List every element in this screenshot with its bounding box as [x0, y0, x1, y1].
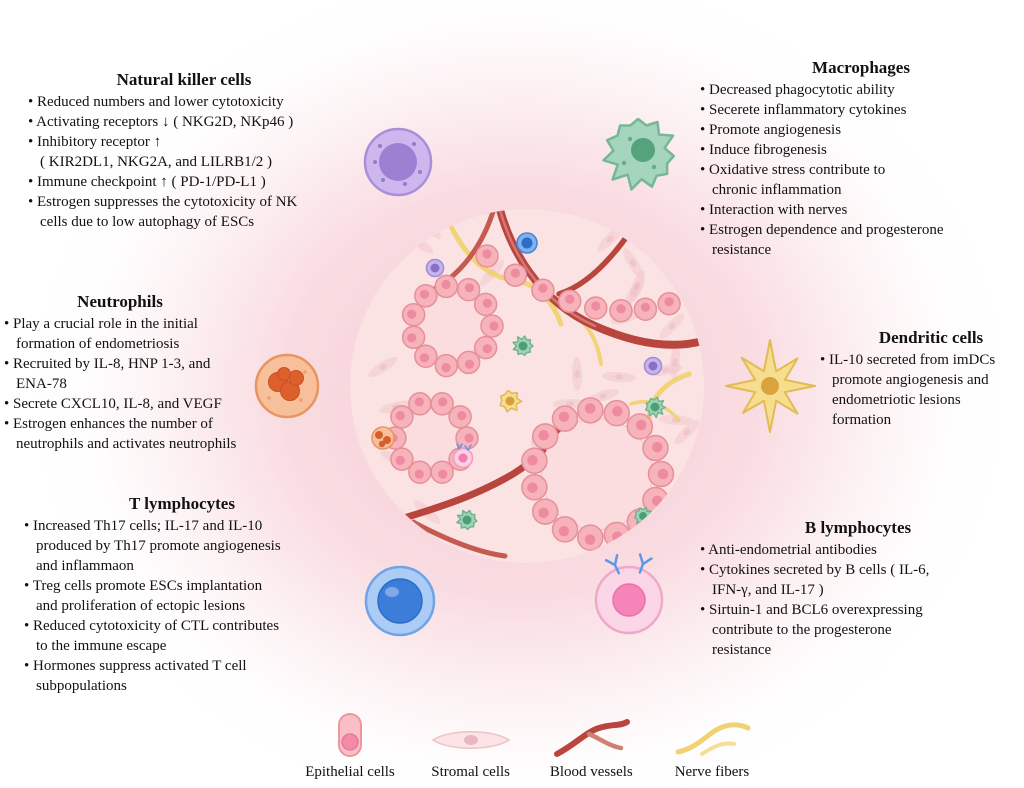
bullet-item: • Increased Th17 cells; IL-17 and IL-10 … — [24, 518, 281, 574]
legend-item-stromal-cells: Stromal cells — [413, 710, 529, 781]
panel-macrophages: Macrophages • Decreased phagocytotic abi… — [700, 58, 1022, 260]
panel-natural-killer-cells: Natural killer cells • Reduced numbers a… — [28, 70, 340, 233]
legend-label-epithelial-cells: Epithelial cells — [305, 764, 395, 780]
bullet-item: • Play a crucial role in the initial for… — [4, 316, 198, 352]
legend-item-blood-vessels: Blood vessels — [533, 710, 649, 781]
panel-bullets-neutrophils: • Play a crucial role in the initial for… — [4, 315, 320, 455]
legend-label-blood-vessels: Blood vessels — [549, 764, 633, 780]
panel-title-dendritic-cells: Dendritic cells — [878, 328, 984, 347]
bullet-item: • Hormones suppress activated T cell sub… — [24, 657, 247, 694]
bullet-item: • Estrogen suppresses the cytotoxicity o… — [28, 193, 298, 230]
legend-item-epithelial-cells: Epithelial cells — [292, 710, 408, 781]
bullet-item: • Reduced numbers and lower cytotoxicity — [28, 94, 284, 110]
bullet-item: • Reduced cytotoxicity of CTL contribute… — [24, 617, 280, 654]
panel-title-neutrophils: Neutrophils — [77, 292, 163, 311]
neutrophil-illustration — [239, 338, 335, 434]
panel-title-b-lymphocytes: B lymphocytes — [804, 518, 912, 537]
macrophage-illustration — [592, 105, 688, 201]
bullet-item: • Immune checkpoint ↑ ( PD-1/PD-L1 ) — [28, 173, 266, 190]
panel-bullets-macrophages: • Decreased phagocytotic ability • Secere… — [700, 81, 1022, 260]
nerve-fiber-icon — [672, 710, 752, 760]
bullet-item: • Oxidative stress contribute to chronic… — [700, 161, 886, 198]
panel-bullets-t-lymphocytes: • Increased Th17 cells; IL-17 and IL-10 … — [24, 517, 340, 696]
nk-cell-illustration — [350, 114, 446, 210]
dendritic-cell-illustration — [722, 338, 818, 434]
bullet-item: • Promote angiogenesis — [700, 121, 842, 138]
b-lymphocyte-illustration — [581, 548, 677, 644]
panel-bullets-dendritic-cells: • IL-10 secreted from imDCs promote angi… — [820, 351, 1024, 431]
bullet-item: • Sirtuin-1 and BCL6 overexpressing cont… — [700, 601, 923, 658]
bullet-item: • Cytokines secreted by B cells ( IL-6, … — [700, 561, 930, 598]
panel-b-lymphocytes: B lymphocytes • Anti-endometrial antibod… — [700, 518, 1016, 661]
bullet-item: • Secerete inflammatory cytokines — [700, 101, 907, 118]
bullet-item: • Induce fibrogenesis — [700, 141, 827, 158]
bullet-item: • Treg cells promote ESCs implantation a… — [24, 577, 263, 614]
legend-label-stromal-cells: Stromal cells — [431, 764, 511, 780]
bullet-item: • Activating receptors ↓ ( NKG2D, NKp46 … — [28, 113, 294, 130]
bullet-item: • Secrete CXCL10, IL-8, and VEGF — [4, 395, 222, 412]
t-cell-icon — [364, 565, 436, 637]
panel-title-natural-killer-cells: Natural killer cells — [116, 70, 252, 89]
dendritic-cell-icon — [725, 339, 816, 433]
tissue-circle-icon — [350, 209, 704, 563]
blood-vessel-icon — [551, 710, 631, 760]
legend: Epithelial cells Stromal cells Blood ves… — [292, 710, 770, 781]
bullet-item: • Inhibitory receptor ↑ ( KIR2DL1, NKG2A… — [28, 133, 273, 170]
legend-label-nerve-fibers: Nerve fibers — [674, 764, 750, 780]
panel-bullets-natural-killer-cells: • Reduced numbers and lower cytotoxicity… — [28, 93, 340, 233]
bullet-item: • Interaction with nerves — [700, 201, 848, 218]
t-lymphocyte-illustration — [352, 553, 448, 649]
bullet-item: • Estrogen dependence and progesterone r… — [700, 221, 944, 258]
panel-title-macrophages: Macrophages — [812, 58, 910, 77]
nk-cell-icon — [363, 127, 433, 197]
panel-t-lymphocytes: T lymphocytes • Increased Th17 cells; IL… — [24, 494, 340, 696]
endometriotic-lesion-illustration — [347, 206, 707, 566]
epithelial-cell-icon — [330, 710, 370, 760]
panel-neutrophils: Neutrophils • Play a crucial role in the… — [4, 292, 320, 455]
macrophage-icon — [602, 117, 676, 191]
bullet-item: • Anti-endometrial antibodies — [700, 542, 877, 558]
neutrophil-icon — [254, 353, 320, 419]
stromal-cell-icon — [429, 710, 513, 760]
bullet-item: • Recruited by IL-8, HNP 1-3, and ENA-78 — [4, 355, 211, 392]
bullet-item: • IL-10 secreted from imDCs promote angi… — [820, 352, 996, 428]
panel-title-t-lymphocytes: T lymphocytes — [129, 494, 235, 513]
b-cell-icon — [594, 553, 664, 635]
legend-item-nerve-fibers: Nerve fibers — [654, 710, 770, 781]
bullet-item: • Decreased phagocytotic ability — [700, 82, 895, 98]
panel-bullets-b-lymphocytes: • Anti-endometrial antibodies • Cytokines… — [700, 541, 1016, 661]
bullet-item: • Estrogen enhances the number of neutro… — [4, 415, 237, 452]
panel-dendritic-cells: Dendritic cells • IL-10 secreted from im… — [820, 328, 1024, 431]
